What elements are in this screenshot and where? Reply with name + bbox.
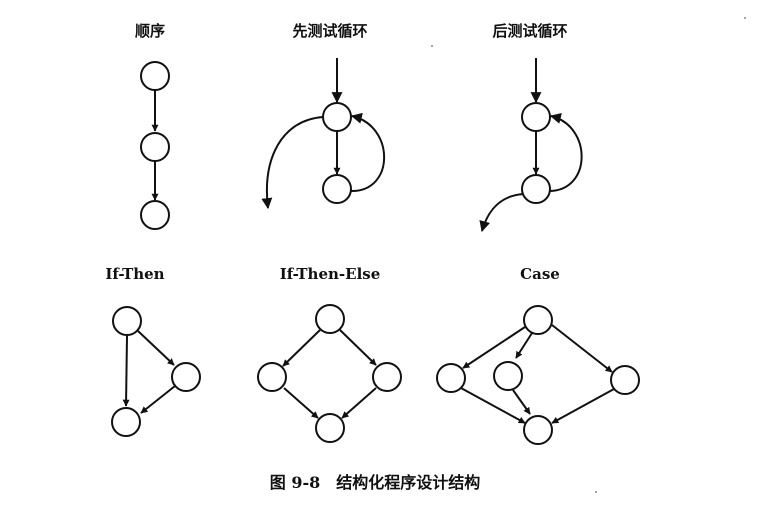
- case-diagram: [436, 305, 640, 445]
- sequence-node-3: [140, 200, 170, 230]
- pretest-node-test: [322, 102, 352, 132]
- case-edge-1: [462, 326, 526, 369]
- speck: [431, 45, 433, 47]
- sequence-node-1: [140, 61, 170, 91]
- title-posttest-loop: 后测试循环: [492, 22, 567, 40]
- ite-node-join: [315, 413, 345, 443]
- ite-node-cond: [315, 304, 345, 334]
- pretest-loop-diagram: [261, 58, 385, 210]
- pretest-exit-edge: [261, 116, 324, 210]
- case-edge-2: [515, 332, 533, 359]
- title-if-then: If-Then: [105, 265, 164, 283]
- ite-edge-else-join: [283, 387, 319, 419]
- case-node-1: [436, 363, 466, 393]
- case-node-join: [523, 415, 553, 445]
- speck: [744, 17, 746, 19]
- title-sequence: 顺序: [135, 22, 165, 40]
- if-then-edge-then: [137, 330, 175, 366]
- sequence-diagram: [140, 61, 170, 230]
- case-edge-3: [551, 324, 613, 373]
- if-then-else-diagram: [257, 304, 402, 443]
- posttest-exit-edge: [479, 193, 524, 233]
- case-node-2: [493, 361, 523, 391]
- ite-edge-else: [282, 329, 321, 367]
- if-then-node-cond: [112, 306, 142, 336]
- if-then-diagram: [111, 306, 201, 437]
- ite-node-else: [257, 362, 287, 392]
- if-then-node-join: [111, 407, 141, 437]
- case-edge-2-join: [512, 389, 531, 415]
- title-pretest-loop: 先测试循环: [292, 22, 367, 40]
- ite-node-then: [372, 362, 402, 392]
- title-case: Case: [520, 265, 560, 283]
- pretest-back-edge: [350, 112, 385, 193]
- if-then-edge-join: [140, 385, 176, 414]
- if-then-node-then: [171, 362, 201, 392]
- posttest-node-body: [521, 102, 551, 132]
- title-if-then-else: If-Then-Else: [280, 265, 381, 283]
- pretest-node-body: [322, 174, 352, 204]
- case-edge-1-join: [460, 387, 526, 424]
- case-edge-3-join: [551, 388, 615, 424]
- posttest-back-edge: [549, 113, 583, 192]
- speck: [595, 491, 597, 493]
- if-then-edge-skip: [122, 335, 130, 407]
- ite-edge-then-join: [341, 387, 377, 419]
- sequence-node-2: [140, 132, 170, 162]
- case-node-3: [610, 365, 640, 395]
- figure-caption: 图 9-8 结构化程序设计结构: [270, 473, 480, 492]
- case-node-switch: [523, 305, 553, 335]
- posttest-loop-diagram: [479, 58, 583, 233]
- posttest-node-test: [521, 174, 551, 204]
- ite-edge-then: [339, 329, 377, 366]
